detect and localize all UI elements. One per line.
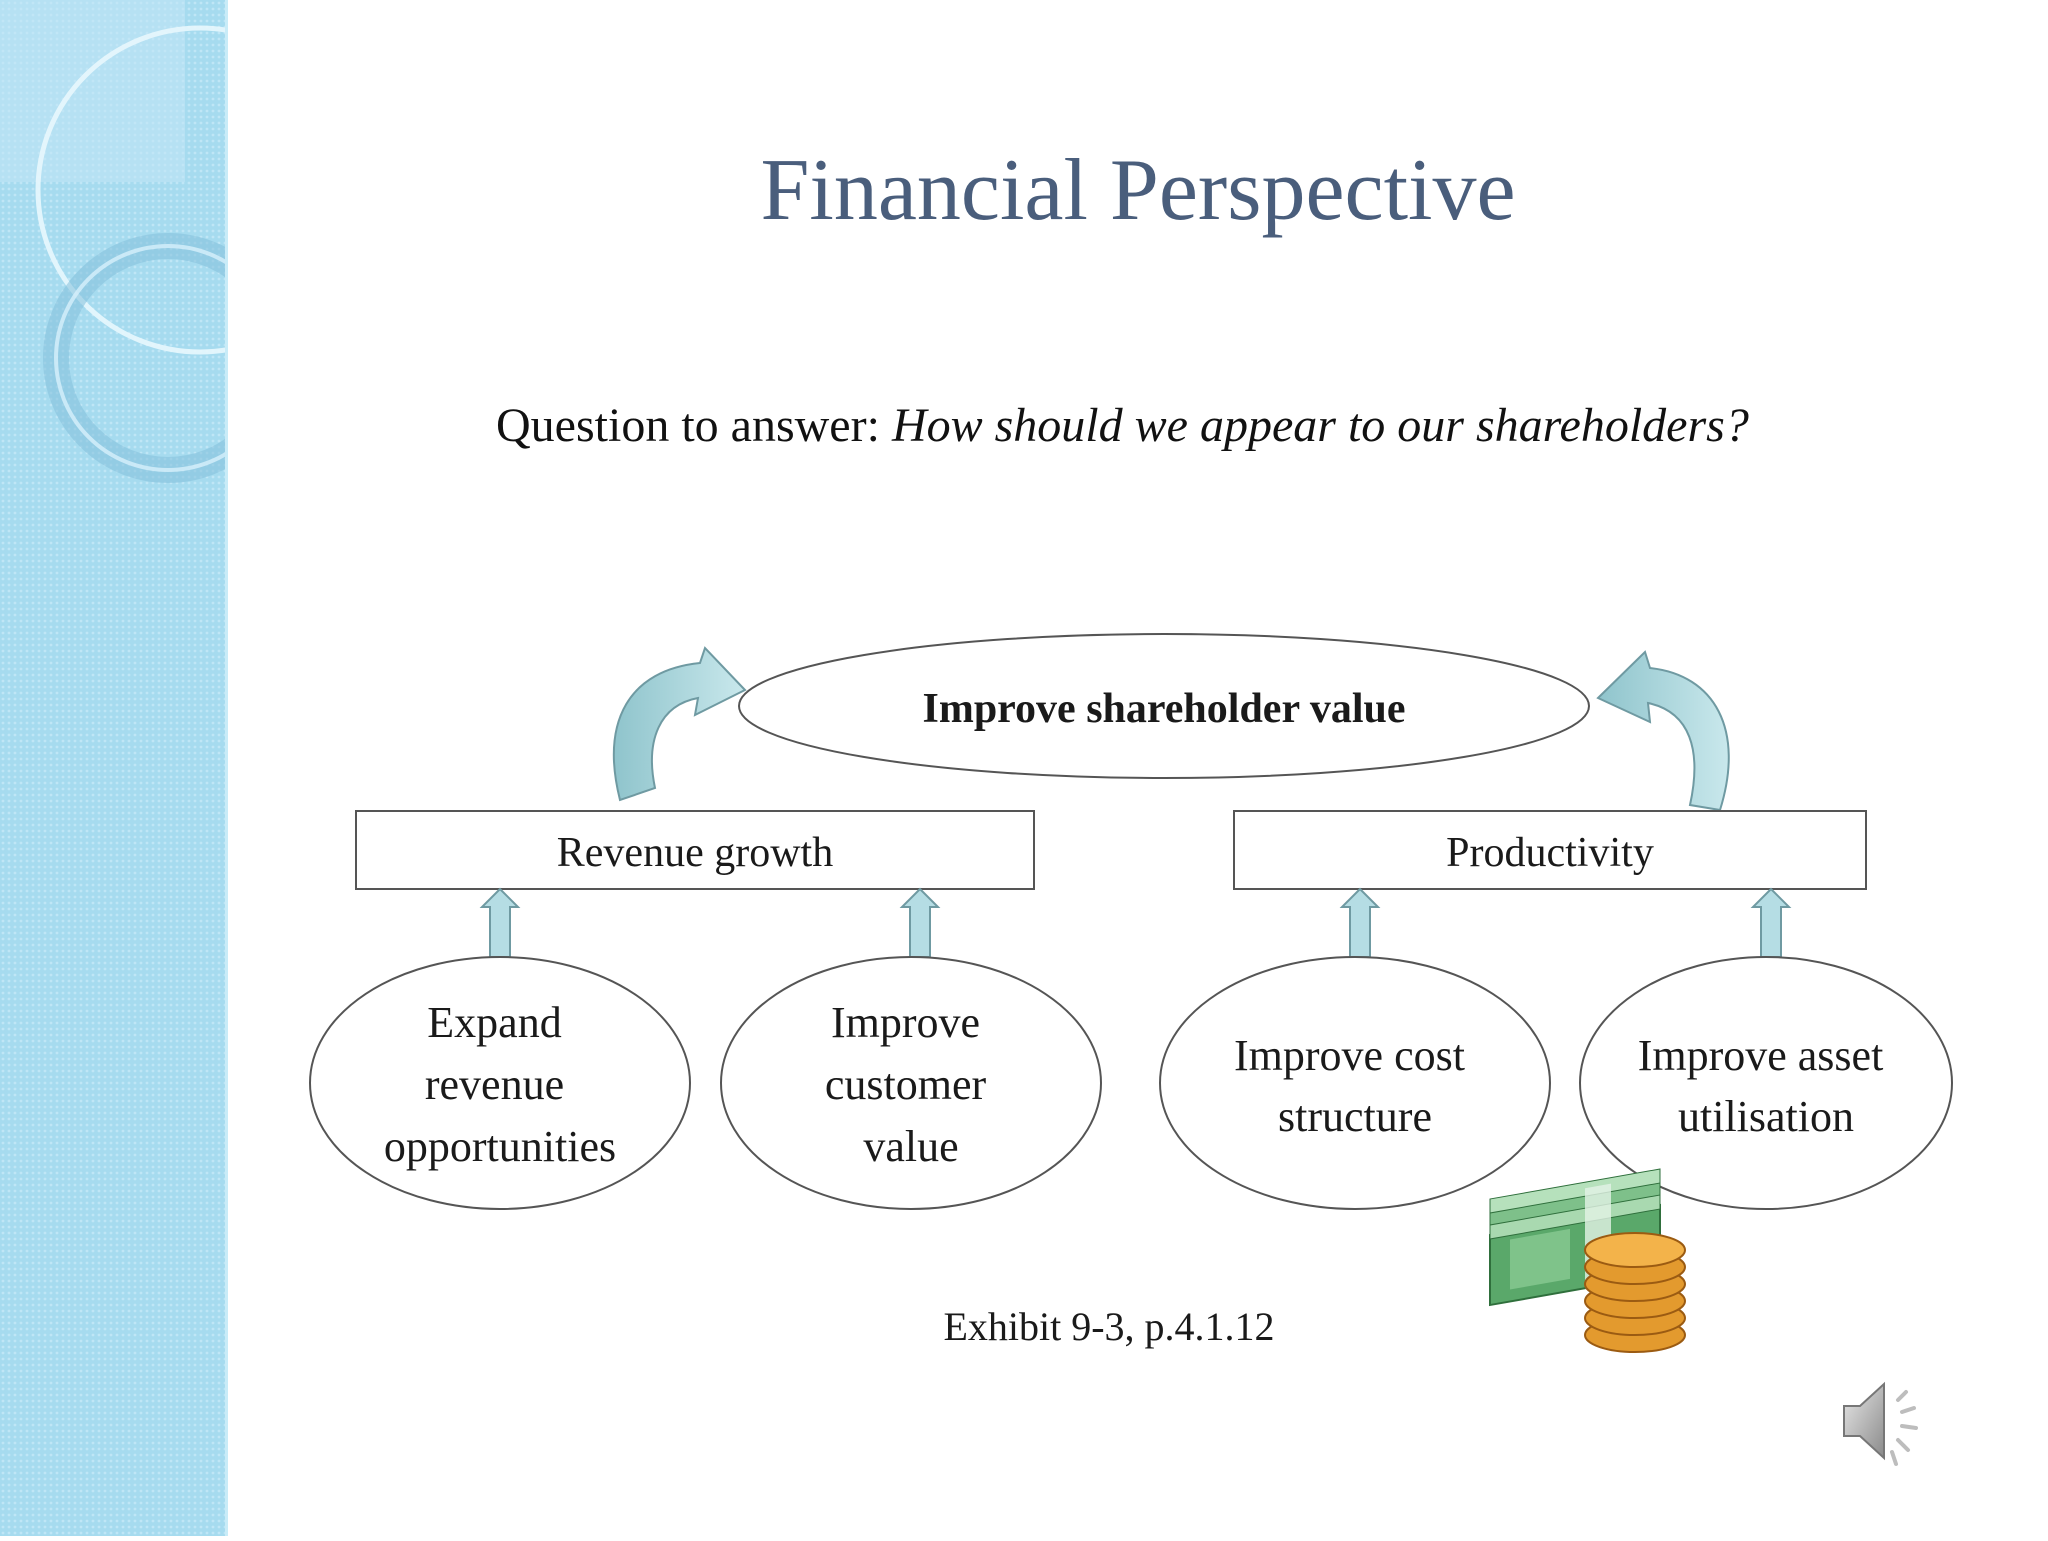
speaker-icon[interactable] (1840, 1370, 1940, 1470)
revenue-growth-label: Revenue growth (557, 830, 833, 876)
up-arrow-icon (899, 887, 941, 958)
driver-label: Improve cost structure (1234, 1031, 1476, 1141)
question-line: Question to answer: How should we appear… (496, 398, 1749, 453)
driver-label: Expand revenue opportunities (384, 998, 616, 1171)
up-arrow-icon (479, 887, 521, 958)
driver-label: Improve customer value (825, 998, 997, 1171)
exhibit-caption: Exhibit 9-3, p.4.1.12 (943, 1304, 1274, 1349)
curved-arrow-left-icon (612, 646, 747, 802)
question-label: Question to answer: (496, 399, 880, 452)
driver-label: Improve asset utilisation (1638, 1031, 1895, 1141)
driver-ellipse (1579, 956, 1953, 1210)
up-arrow-icon (1750, 887, 1792, 958)
driver-ellipse (309, 956, 691, 1210)
slide-title: Financial Perspective (760, 142, 1516, 239)
up-arrow-icon (1339, 887, 1381, 958)
driver-ellipse (720, 956, 1102, 1210)
curved-arrow-right-icon (1596, 650, 1730, 812)
revenue-growth-box (355, 810, 1035, 890)
driver-ellipse (1159, 956, 1551, 1210)
productivity-label: Productivity (1446, 830, 1654, 876)
sidebar-pattern-icon (0, 0, 365, 1536)
goal-ellipse (738, 633, 1590, 779)
question-text: How should we appear to our shareholders… (891, 399, 1749, 452)
money-icon (1489, 1168, 1686, 1353)
decorative-sidebar (0, 0, 365, 1536)
productivity-box (1233, 810, 1867, 890)
goal-label: Improve shareholder value (922, 686, 1405, 732)
